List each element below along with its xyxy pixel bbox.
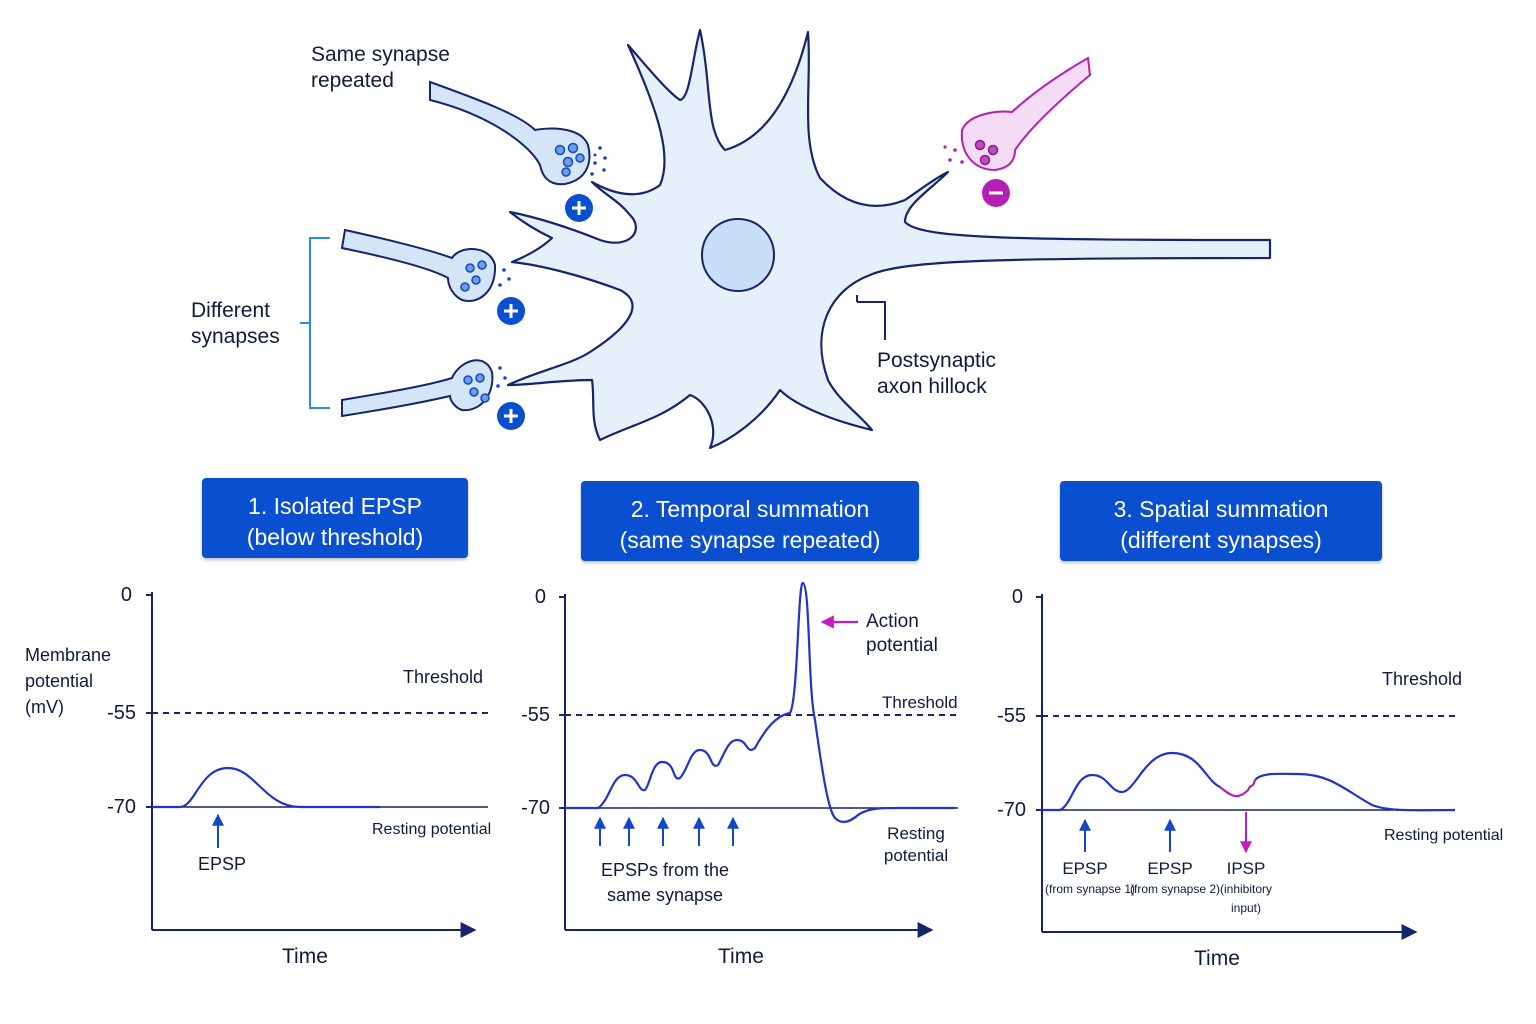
p3-epsp-1-label: EPSP (from synapse 1): [1045, 859, 1136, 896]
p1-tick-70: -70: [107, 796, 136, 818]
p2-threshold-label: Threshold: [882, 693, 958, 712]
different-synapses-label: Different synapses: [191, 299, 280, 348]
p3-ipsp-label: IPSP (inhibitory input): [1219, 859, 1273, 915]
inhibitory-badge: [982, 179, 1010, 207]
presynaptic-terminal-lower: [341, 359, 507, 418]
neuron-soma: [506, 28, 1272, 450]
p2-time-label: Time: [718, 945, 764, 968]
axon-hillock-pointer: [856, 295, 886, 340]
p1-resting-label: Resting potential: [372, 821, 492, 838]
p3-tick-0: 0: [1011, 586, 1023, 608]
p1-tick-55: -55: [107, 702, 136, 724]
presynaptic-terminal-upper: [340, 228, 511, 302]
p2-resting-label: Resting potential: [883, 824, 949, 865]
p3-threshold-label: Threshold: [1382, 669, 1463, 689]
p3-resting-label: Resting potential: [1384, 827, 1504, 844]
panel-2-title: 2. Temporal summation(same synapse repea…: [581, 481, 919, 561]
panel-3-plot: [1036, 594, 1458, 940]
p2-tick-55: -55: [521, 704, 550, 726]
panel-1-plot: [146, 592, 488, 938]
presynaptic-terminal-same: [429, 80, 607, 186]
p1-epsp-label: EPSP: [198, 854, 247, 874]
p1-threshold-label: Threshold: [403, 667, 484, 687]
panel-2-plot: [559, 581, 958, 938]
spatial-summation-trace: [1042, 751, 1221, 812]
p3-tick-70: -70: [997, 799, 1026, 821]
panel-1-title: 1. Isolated EPSP(below threshold): [202, 478, 468, 558]
p1-tick-0: 0: [120, 584, 132, 606]
p2-tick-0: 0: [534, 586, 546, 608]
p3-tick-55: -55: [997, 705, 1026, 727]
temporal-summation-trace: [565, 581, 955, 824]
excitatory-badge-1: [565, 194, 593, 222]
excitatory-badge-2: [497, 297, 525, 325]
epsp-trace: [152, 766, 380, 809]
p3-epsp-2-label: EPSP (from synapse 2): [1130, 859, 1221, 896]
panel-3-title: 3. Spatial summation(different synapses): [1060, 481, 1382, 561]
p2-tick-70: -70: [521, 797, 550, 819]
excitatory-badge-3: [497, 402, 525, 430]
y-axis-label: Membrane potential (mV): [25, 645, 112, 717]
action-potential-label: Action potential: [866, 611, 938, 656]
presynaptic-terminal-inhibitory: [943, 56, 1092, 172]
p3-time-label: Time: [1194, 947, 1240, 970]
ipsp-trace: [1219, 779, 1257, 798]
same-synapse-label: Same synapse repeated: [311, 43, 450, 92]
different-synapses-bracket: [300, 237, 330, 409]
p1-time-label: Time: [282, 945, 328, 968]
axon-hillock-label: Postsynaptic axon hillock: [877, 349, 997, 398]
nucleus: [701, 218, 775, 292]
epsps-caption: EPSPs from the same synapse: [600, 860, 730, 905]
